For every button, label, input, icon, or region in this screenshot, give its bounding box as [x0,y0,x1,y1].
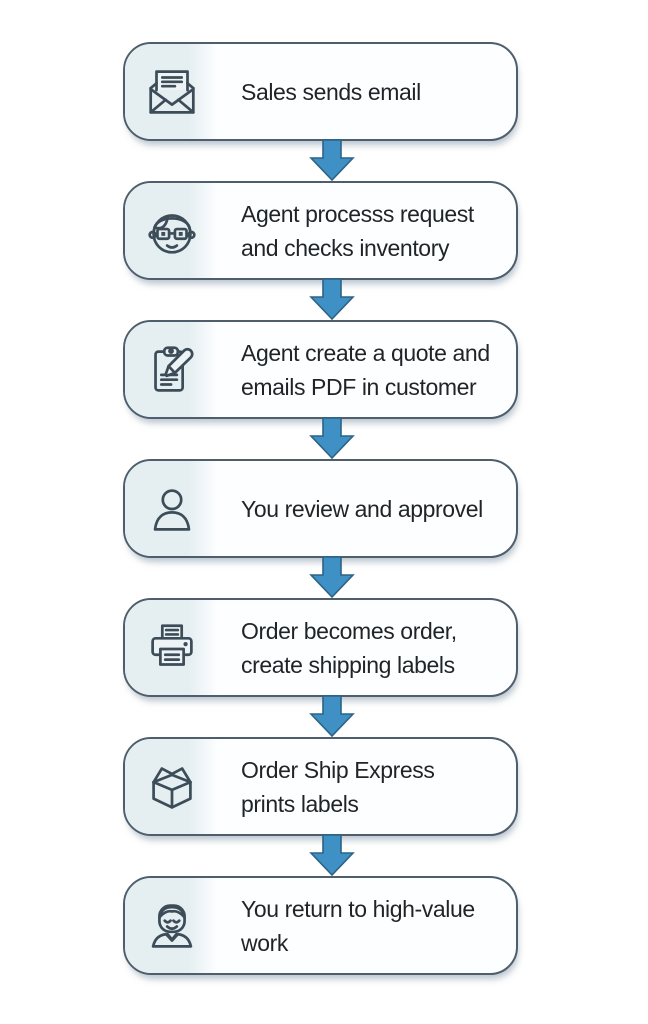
person-silhouette-icon [153,488,190,531]
step-text: You review and approvel [218,461,516,556]
step-label-2: work [241,929,288,956]
step-card-agent-creates-quote: Agent create a quote and emails PDF in c… [123,320,518,419]
step-label: Order Ship Express [241,756,435,783]
flow-arrow [123,139,518,181]
step-card-order-ship-express: Order Ship Express prints labels [123,737,518,836]
smiling-person-icon [151,903,192,948]
process-flow: Sales sends email [123,42,518,975]
step-label: Agent create a quote and [241,339,490,366]
step-card-sales-sends-email: Sales sends email [123,42,518,141]
step-icon-panel [125,44,218,139]
step-icon-panel [125,878,218,973]
step-icon-panel [125,183,218,278]
step-text: Agent create a quote and emails PDF in c… [218,322,516,417]
step-icon-panel [125,461,218,556]
step-label-2: prints labels [241,790,359,817]
step-card-you-review-approve: You review and approvel [123,459,518,558]
flow-arrow [123,278,518,320]
step-label-2: emails PDF in customer [241,373,477,400]
down-arrow-icon [308,417,355,459]
flow-arrow [123,695,518,737]
step-text: Agent processs request and checks invent… [218,183,516,278]
down-arrow-icon [308,834,355,876]
step-text: Order Ship Express prints labels [218,739,516,834]
step-icon-panel [125,600,218,695]
step-card-order-shipping-labels: Order becomes order, create shipping lab… [123,598,518,697]
flow-arrow [123,417,518,459]
step-label: You review and approvel [241,495,483,522]
step-icon-panel [125,739,218,834]
clipboard-pencil-icon [153,345,194,392]
down-arrow-icon [308,695,355,737]
step-label-2: create shipping labels [241,651,455,678]
down-arrow-icon [308,139,355,181]
step-text: Sales sends email [218,44,516,139]
envelope-open-icon [148,69,195,114]
flow-arrow [123,834,518,876]
down-arrow-icon [308,278,355,320]
step-card-return-to-work: You return to high-value work [123,876,518,975]
flow-arrow [123,556,518,598]
step-label: You return to high-value [241,895,475,922]
step-text: Order becomes order, create shipping lab… [218,600,516,695]
step-icon-panel [125,322,218,417]
step-label-2: and checks inventory [241,234,450,261]
step-label: Sales sends email [241,78,421,105]
down-arrow-icon [308,556,355,598]
step-label: Order becomes order, [241,617,457,644]
open-box-icon [151,766,192,809]
step-card-agent-processes-request: Agent processs request and checks invent… [123,181,518,280]
agent-face-icon [147,213,196,254]
printer-icon [150,623,193,666]
step-text: You return to high-value work [218,878,516,973]
step-label: Agent processs request [241,200,474,227]
